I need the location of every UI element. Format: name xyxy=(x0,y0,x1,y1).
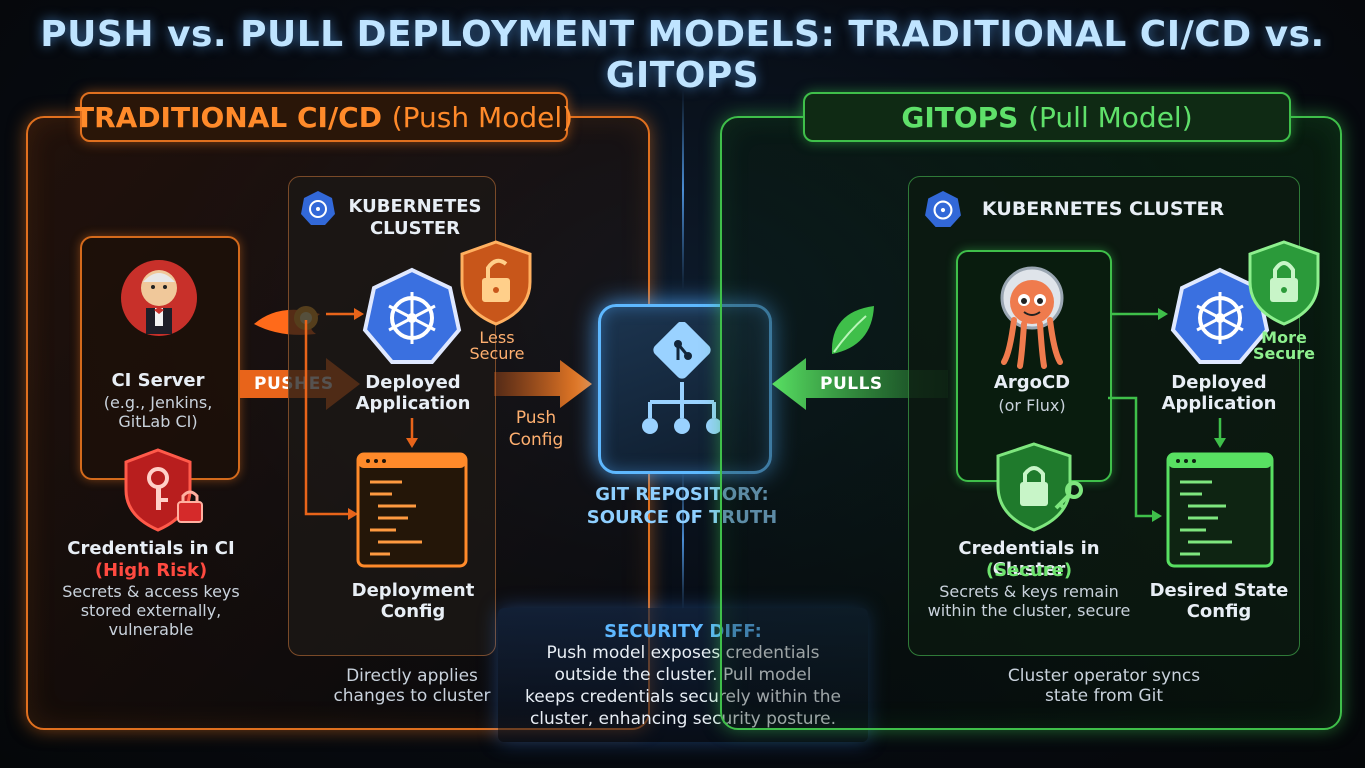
shield-lock-icon xyxy=(1248,240,1320,326)
push-cluster-title-2: CLUSTER xyxy=(369,218,461,239)
argocd-title: ArgoCD xyxy=(993,372,1071,393)
center-divider-top xyxy=(682,90,684,290)
pull-model-tag-light: (Pull Model) xyxy=(1028,100,1193,134)
arrow-down-desired xyxy=(1214,418,1226,448)
connector-ci-config xyxy=(304,320,358,520)
push-footer-2: changes to cluster xyxy=(333,686,491,706)
push-config-1: Push xyxy=(515,408,557,428)
credentials-ci-desc-2: stored externally, xyxy=(80,601,222,620)
pull-model-tag-bold: GITOPS xyxy=(901,100,1019,134)
push-model-tag-bold: TRADITIONAL CI/CD xyxy=(74,100,382,134)
credentials-ci-title: Credentials in CI xyxy=(67,538,235,559)
config-file-icon xyxy=(356,452,468,568)
config-file-icon xyxy=(1166,452,1274,568)
desired-state-2: Config xyxy=(1186,601,1252,622)
deploy-config-1: Deployment xyxy=(351,580,475,601)
shield-key-icon xyxy=(996,442,1083,532)
credentials-cluster-desc-1: Secrets & keys remain xyxy=(939,582,1119,601)
ci-server-sub-2: GitLab CI) xyxy=(118,412,198,431)
jenkins-icon xyxy=(121,260,197,336)
pull-deployed-app-1: Deployed xyxy=(1171,372,1267,393)
credentials-cluster-secure: (Secure) xyxy=(985,560,1073,581)
shield-lock-icon xyxy=(460,240,532,326)
push-model-tag-light: (Push Model) xyxy=(391,100,574,134)
deploy-config-2: Config xyxy=(380,601,446,622)
ci-server-title: CI Server xyxy=(111,370,205,391)
arrow-argo-app xyxy=(1110,308,1168,320)
push-cluster-title-1: KUBERNETES xyxy=(348,196,482,217)
less-secure-1: Less xyxy=(479,328,515,347)
leaf-icon xyxy=(831,306,874,354)
kubernetes-icon xyxy=(301,191,335,225)
push-model-tag: TRADITIONAL CI/CD (Push Model) xyxy=(75,92,573,142)
credentials-cluster-title: Credentials in Cluster xyxy=(958,538,1100,580)
push-deployed-app-2: Application xyxy=(355,393,471,414)
argocd-icon xyxy=(1000,266,1064,369)
push-config-2: Config xyxy=(508,430,564,450)
pull-model-tag: GITOPS (Pull Model) xyxy=(803,92,1291,142)
push-footer-1: Directly applies xyxy=(346,666,478,686)
ci-server-sub-1: (e.g., Jenkins, xyxy=(103,393,213,412)
pulls-label: PULLS xyxy=(820,374,883,394)
credentials-cluster-desc-2: within the cluster, secure xyxy=(927,601,1131,620)
desired-state-1: Desired State xyxy=(1149,580,1289,601)
git-icon xyxy=(642,322,722,434)
more-secure-1: More xyxy=(1261,328,1307,347)
pull-footer-2: state from Git xyxy=(1045,686,1163,706)
pulls-arrow xyxy=(772,358,948,410)
credentials-ci-risk: (High Risk) xyxy=(94,560,208,581)
arrow-down-config xyxy=(406,418,418,448)
push-deployed-app-1: Deployed xyxy=(365,372,461,393)
page-title: PUSH vs. PULL DEPLOYMENT MODELS: TRADITI… xyxy=(40,14,1325,96)
pull-footer-1: Cluster operator syncs xyxy=(1007,666,1201,686)
connector-argo-config xyxy=(1108,396,1162,522)
arrow-to-app xyxy=(326,308,364,320)
push-config-arrow xyxy=(494,360,592,408)
shield-key-icon xyxy=(124,448,203,532)
center-divider-bottom xyxy=(682,470,684,610)
more-secure-2: Secure xyxy=(1253,344,1315,363)
pull-deployed-app-2: Application xyxy=(1161,393,1277,414)
kubernetes-icon xyxy=(362,267,462,364)
argocd-sub: (or Flux) xyxy=(998,396,1066,415)
credentials-ci-desc-3: vulnerable xyxy=(108,620,194,639)
less-secure-2: Secure xyxy=(469,344,525,363)
credentials-ci-desc-1: Secrets & access keys xyxy=(62,582,240,601)
kubernetes-icon xyxy=(925,191,961,227)
pull-cluster-title: KUBERNETES CLUSTER xyxy=(982,198,1225,220)
